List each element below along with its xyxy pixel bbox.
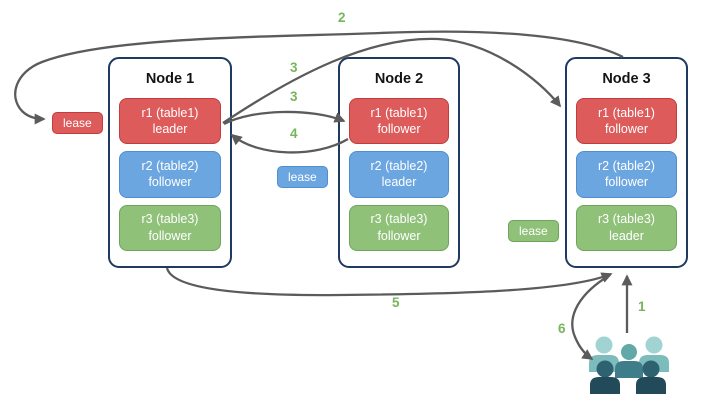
replica-role: follower xyxy=(148,228,192,243)
arrow-step2-node3-to-lease1 xyxy=(14,30,624,125)
step-label-1: 1 xyxy=(638,299,646,314)
replica-name: r3 (table3) xyxy=(598,212,655,227)
lease-badge-table3: lease xyxy=(508,220,559,242)
node1-replica-r1: r1 (table1) leader xyxy=(119,98,221,145)
lease-badge-table2: lease xyxy=(277,166,328,188)
replica-role: follower xyxy=(377,122,421,137)
node-1-title: Node 1 xyxy=(145,71,195,87)
replica-role: follower xyxy=(377,228,421,243)
step-label-3b: 3 xyxy=(290,89,298,104)
replica-role: leader xyxy=(381,175,417,190)
replica-name: r1 (table1) xyxy=(141,105,199,120)
replica-name: r1 (table1) xyxy=(370,105,428,120)
node2-replica-r3: r3 (table3) follower xyxy=(349,204,449,251)
step-label-6: 6 xyxy=(558,321,566,336)
replica-role: leader xyxy=(152,122,188,137)
node3-replica-r1: r1 (table1) follower xyxy=(576,98,677,145)
node1-replica-r2: r2 (table2) follower xyxy=(119,151,221,198)
step-label-4: 4 xyxy=(290,126,298,141)
node3-replica-r3: r3 (table3) leader xyxy=(576,204,677,251)
node2-replica-r1: r1 (table1) follower xyxy=(349,98,449,145)
node-2-box: Node 2 r1 (table1) follower r2 (table2) … xyxy=(338,57,460,268)
node1-replica-r3: r3 (table3) follower xyxy=(119,204,221,251)
arrow-step5-node1-to-node3 xyxy=(165,267,613,297)
replica-role: follower xyxy=(604,175,649,190)
node-3-title: Node 3 xyxy=(602,71,651,87)
step-label-3a: 3 xyxy=(290,60,298,75)
step-label-5: 5 xyxy=(392,295,400,310)
node-1-box: Node 1 r1 (table1) leader r2 (table2) fo… xyxy=(108,57,232,268)
arrow-step3-leader-to-node2 xyxy=(223,110,346,126)
replica-name: r2 (table2) xyxy=(598,158,655,173)
user-front-left xyxy=(590,360,620,394)
users-group-icon xyxy=(589,336,669,394)
replica-name: r3 (table3) xyxy=(370,212,428,227)
user-middle xyxy=(615,344,643,378)
replica-name: r2 (table2) xyxy=(370,158,428,173)
node-2-title: Node 2 xyxy=(374,71,424,87)
step-label-2: 2 xyxy=(338,10,346,25)
replica-role: follower xyxy=(604,122,649,137)
node2-replica-r2: r2 (table2) leader xyxy=(349,151,449,198)
replica-name: r3 (table3) xyxy=(141,212,199,227)
node3-replica-r2: r2 (table2) follower xyxy=(576,151,677,198)
node-3-box: Node 3 r1 (table1) follower r2 (table2) … xyxy=(565,57,688,268)
replica-name: r2 (table2) xyxy=(141,158,199,173)
lease-badge-table1: lease xyxy=(52,112,103,134)
replica-role: follower xyxy=(148,175,192,190)
user-front-right xyxy=(636,360,666,394)
replica-name: r1 (table1) xyxy=(598,105,655,120)
replica-role: leader xyxy=(609,228,644,243)
